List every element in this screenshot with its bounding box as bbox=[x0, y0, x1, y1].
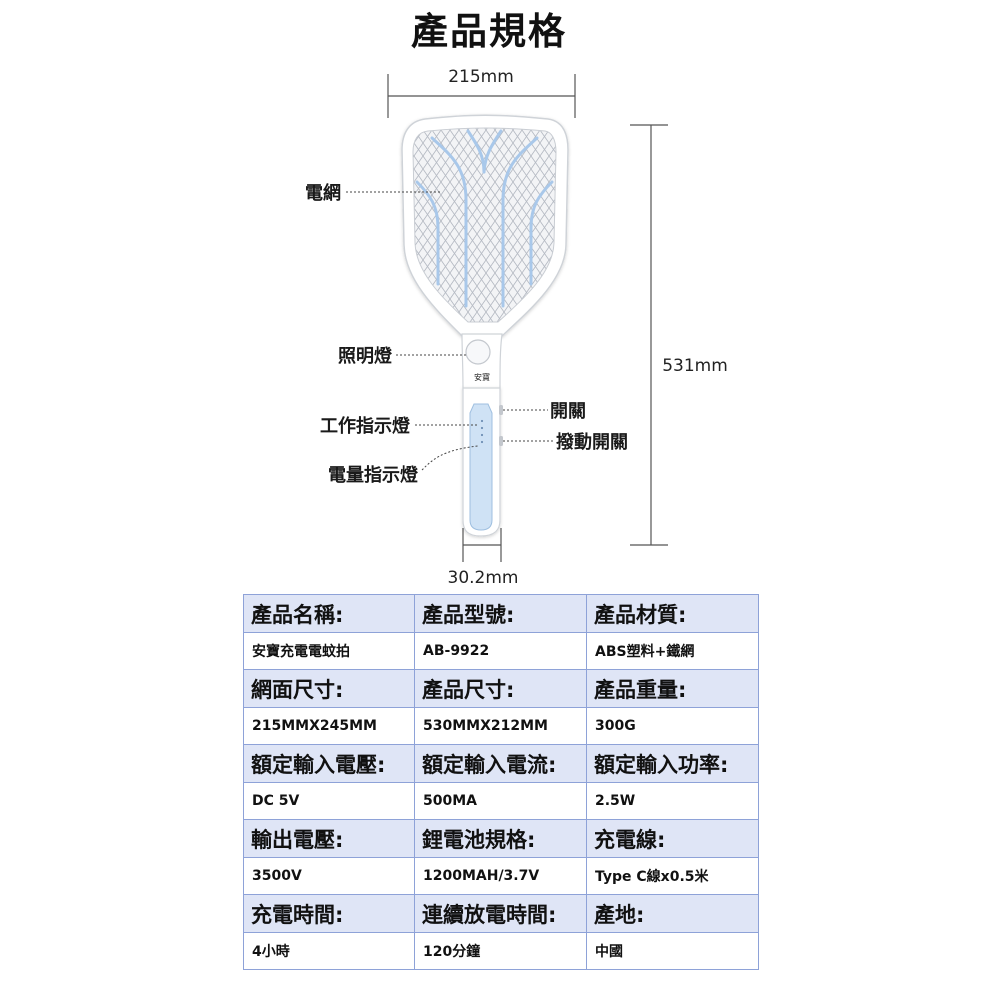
spec-value-row: 215MMX245MM 530MMX212MM 300G bbox=[243, 707, 759, 745]
length-dimension: 531mm bbox=[630, 124, 728, 546]
spec-value-cell: 4小時 bbox=[243, 932, 415, 970]
spec-table: 產品名稱: 產品型號: 產品材質: 安寶充電電蚊拍 AB-9922 ABS塑料+… bbox=[243, 594, 759, 970]
racket-wire bbox=[430, 136, 468, 308]
racket-wire bbox=[529, 180, 554, 286]
spec-label-cell: 產品重量: bbox=[586, 669, 759, 708]
spec-label-cell: 網面尺寸: bbox=[243, 669, 415, 708]
spec-value-cell: 215MMX245MM bbox=[243, 707, 415, 745]
spec-value-cell: 中國 bbox=[586, 932, 759, 970]
spec-header-row: 充電時間: 連續放電時間: 產地: bbox=[243, 894, 759, 933]
page-title: 產品規格 bbox=[411, 10, 567, 53]
spec-label-cell: 產地: bbox=[586, 894, 759, 933]
handle-blue-panel bbox=[469, 403, 493, 531]
spec-value-cell: DC 5V bbox=[243, 782, 415, 820]
callout-slide-switch: 撥動開關 bbox=[556, 431, 628, 453]
spec-value-cell: AB-9922 bbox=[414, 632, 587, 670]
callout-battery-indicator: 電量指示燈 bbox=[328, 464, 419, 486]
spec-label-cell: 額定輸入功率: bbox=[586, 744, 759, 783]
spec-value-cell: 300G bbox=[586, 707, 759, 745]
indicator-dot bbox=[480, 433, 484, 437]
handle-dimension: 30.2mm bbox=[448, 528, 519, 588]
indicator-dot bbox=[480, 440, 484, 444]
spec-header-row: 產品名稱: 產品型號: 產品材質: bbox=[243, 594, 759, 633]
spec-header-row: 網面尺寸: 產品尺寸: 產品重量: bbox=[243, 669, 759, 708]
callout-battery-indicator-leader bbox=[421, 445, 479, 471]
spec-label-cell: 鋰電池規格: bbox=[414, 819, 587, 858]
spec-header-row: 輸出電壓: 鋰電池規格: 充電線: bbox=[243, 819, 759, 858]
spec-label-cell: 產品材質: bbox=[586, 594, 759, 633]
callout-net: 電網 bbox=[305, 182, 341, 204]
indicator-dot bbox=[480, 419, 484, 423]
spec-value-cell: ABS塑料+鐵網 bbox=[586, 632, 759, 670]
width-dimension: 215mm bbox=[387, 67, 576, 118]
spec-label-cell: 產品型號: bbox=[414, 594, 587, 633]
brand-mark: 安寶 bbox=[474, 372, 490, 382]
spec-value-cell: 2.5W bbox=[586, 782, 759, 820]
handle-dimension-label: 30.2mm bbox=[448, 568, 519, 588]
racket-wire bbox=[415, 180, 440, 286]
spec-value-row: 3500V 1200MAH/3.7V Type C線x0.5米 bbox=[243, 857, 759, 895]
spec-value-row: 4小時 120分鐘 中國 bbox=[243, 932, 759, 970]
indicator-dot bbox=[480, 426, 484, 430]
power-switch bbox=[499, 405, 503, 415]
callout-light: 照明燈 bbox=[338, 345, 393, 367]
racket: 安寶 bbox=[401, 114, 569, 537]
racket-wire bbox=[482, 129, 503, 174]
spec-value-cell: 120分鐘 bbox=[414, 932, 587, 970]
racket-net bbox=[412, 127, 557, 323]
spec-label-cell: 額定輸入電壓: bbox=[243, 744, 415, 783]
slide-switch bbox=[499, 436, 503, 446]
racket-wires bbox=[415, 129, 554, 308]
racket-light bbox=[465, 339, 491, 365]
spec-value-row: DC 5V 500MA 2.5W bbox=[243, 782, 759, 820]
indicator-dots bbox=[480, 419, 484, 444]
spec-value-cell: 530MMX212MM bbox=[414, 707, 587, 745]
spec-value-cell: Type C線x0.5米 bbox=[586, 857, 759, 895]
spec-value-row: 安寶充電電蚊拍 AB-9922 ABS塑料+鐵網 bbox=[243, 632, 759, 670]
product-diagram: 215mm 531mm 30.2mm 安寶 bbox=[305, 67, 728, 588]
spec-label-cell: 額定輸入電流: bbox=[414, 744, 587, 783]
spec-header-row: 額定輸入電壓: 額定輸入電流: 額定輸入功率: bbox=[243, 744, 759, 783]
spec-value-cell: 500MA bbox=[414, 782, 587, 820]
spec-value-cell: 1200MAH/3.7V bbox=[414, 857, 587, 895]
callout-work-indicator: 工作指示燈 bbox=[320, 415, 411, 437]
spec-label-cell: 輸出電壓: bbox=[243, 819, 415, 858]
spec-value-cell: 安寶充電電蚊拍 bbox=[243, 632, 415, 670]
width-dimension-label: 215mm bbox=[448, 67, 514, 87]
callout-switch: 開關 bbox=[550, 401, 586, 422]
spec-label-cell: 產品尺寸: bbox=[414, 669, 587, 708]
spec-label-cell: 連續放電時間: bbox=[414, 894, 587, 933]
length-dimension-label: 531mm bbox=[662, 356, 728, 376]
spec-label-cell: 充電線: bbox=[586, 819, 759, 858]
spec-label-cell: 充電時間: bbox=[243, 894, 415, 933]
callouts: 電網 照明燈 工作指示燈 電量指示燈 開關 撥動開關 bbox=[305, 182, 628, 486]
spec-label-cell: 產品名稱: bbox=[243, 594, 415, 633]
spec-value-cell: 3500V bbox=[243, 857, 415, 895]
racket-wire bbox=[501, 136, 539, 308]
